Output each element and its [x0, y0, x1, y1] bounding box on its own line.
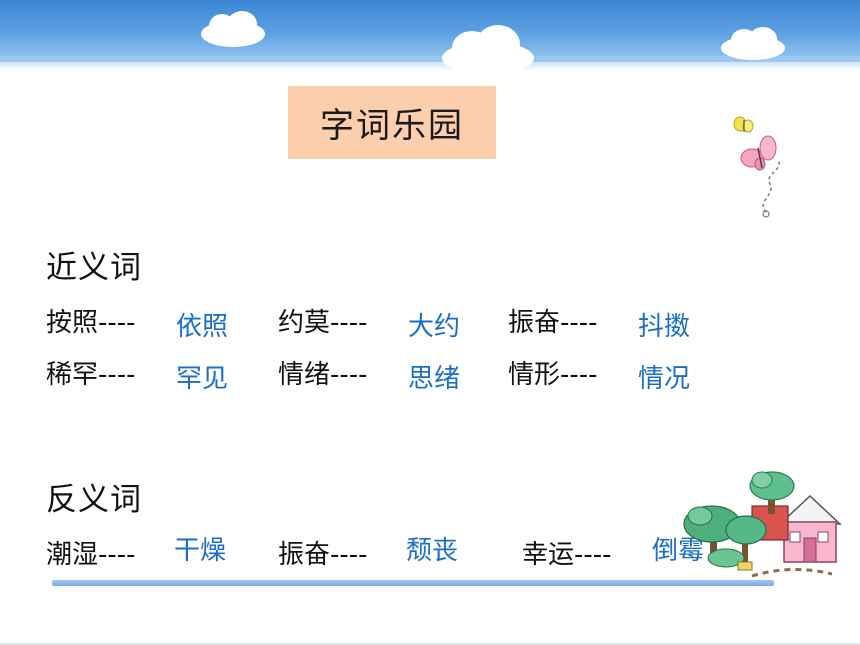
- synonym-answer: 抖擞: [638, 312, 691, 342]
- antonym-answer: 颓丧: [406, 536, 459, 566]
- antonym-answer: 干燥: [174, 536, 227, 566]
- synonym-word: 情绪----: [278, 360, 368, 390]
- synonym-word: 情形----: [508, 360, 598, 390]
- synonym-answer: 罕见: [176, 364, 229, 394]
- antonyms-heading: 反义词: [46, 482, 142, 518]
- synonym-word: 按照----: [46, 308, 136, 338]
- synonym-word: 约莫----: [278, 308, 368, 338]
- synonym-answer: 依照: [176, 312, 229, 342]
- synonyms-heading: 近义词: [46, 250, 142, 286]
- sky-fade: [0, 56, 860, 70]
- synonym-word: 稀罕----: [46, 360, 136, 390]
- page-title: 字词乐园: [288, 86, 496, 159]
- synonym-answer: 大约: [408, 312, 461, 342]
- butterfly-decoration: [733, 116, 780, 218]
- bottom-divider: [52, 580, 774, 586]
- antonym-answer: 倒霉: [652, 536, 705, 566]
- antonym-word: 幸运----: [522, 540, 612, 570]
- synonym-word: 振奋----: [508, 308, 598, 338]
- antonym-word: 振奋----: [278, 540, 368, 570]
- synonym-answer: 思绪: [408, 364, 461, 394]
- sky-banner: [0, 0, 860, 62]
- synonym-answer: 情况: [638, 364, 691, 394]
- bottom-edge: [0, 643, 860, 645]
- house-illustration: [683, 471, 842, 578]
- cloud-right: [721, 27, 785, 60]
- cloud-center: [442, 25, 534, 74]
- cloud-left: [201, 11, 265, 47]
- antonym-word: 潮湿----: [46, 540, 136, 570]
